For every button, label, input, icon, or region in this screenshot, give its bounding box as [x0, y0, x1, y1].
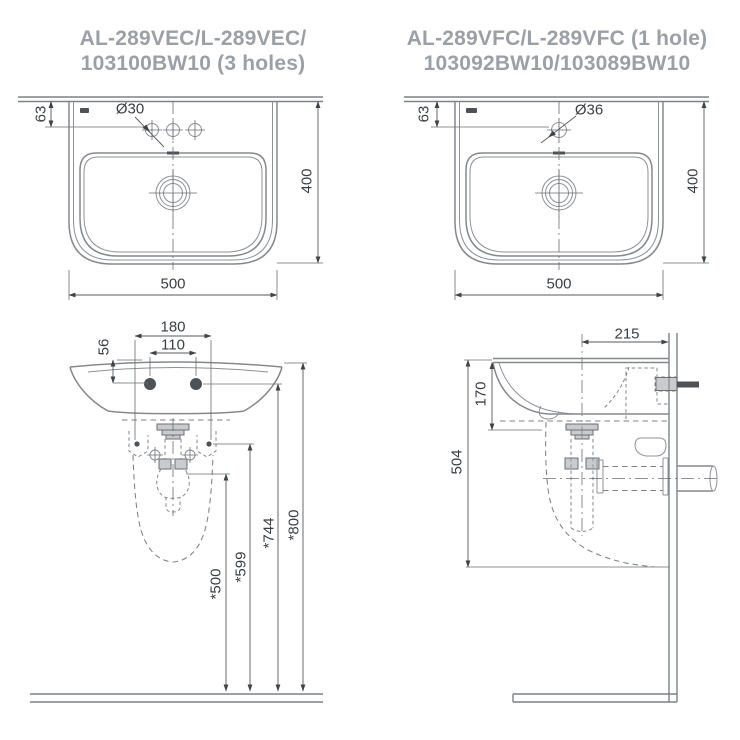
dim-label-744s: *744	[260, 517, 278, 549]
right-product-title: AL-289VFC/L-289VFC (1 hole) 103092BW10/1…	[392, 26, 722, 76]
dim-label-599s: *599	[232, 551, 250, 583]
dim-label-63: 63	[32, 105, 50, 123]
mounting-hole	[144, 378, 156, 390]
rear-view-with-pedestal	[30, 333, 323, 703]
dim-label-110: 110	[161, 336, 185, 354]
mounting-hole	[190, 378, 202, 390]
dim-label-180: 180	[160, 318, 186, 336]
bowl-rim	[465, 152, 653, 257]
wall-line	[18, 96, 323, 103]
pedestal-fixing-hole	[206, 441, 212, 447]
dim-label-500: 500	[160, 275, 186, 293]
plan-view-3-holes	[18, 96, 323, 300]
dim-label-500: 500	[546, 275, 572, 293]
wall-line	[668, 333, 678, 702]
dim-label-215: 215	[614, 325, 640, 343]
right-product-title-line1: AL-289VFC/L-289VFC (1 hole)	[406, 27, 708, 50]
faucet-holes	[142, 120, 205, 140]
dim-hole-leader	[540, 115, 577, 144]
drain-trap	[156, 418, 190, 516]
floor-line	[512, 693, 677, 703]
faucet-hole	[547, 118, 571, 142]
rim-line	[493, 357, 669, 364]
brand-logo-mark	[80, 108, 89, 113]
dim-hole-leader	[134, 116, 165, 148]
side-view-installation	[464, 333, 719, 703]
dim-label-56: 56	[95, 338, 113, 356]
sink-rear-outline	[69, 361, 283, 368]
waste-outlet-pipe	[543, 457, 719, 496]
dim-label-d36: Ø36	[574, 101, 604, 119]
dim-label-800s: *800	[285, 509, 303, 541]
pedestal-fixing-hole	[134, 441, 140, 447]
left-product-title: AL-289VEC/L-289VEC/ 103100BW10 (3 holes)	[28, 26, 358, 76]
left-product-title-line1: AL-289VEC/L-289VEC/	[79, 27, 307, 50]
dim-label-400: 400	[684, 168, 702, 194]
dim-label-170: 170	[472, 381, 490, 407]
pedestal-cutout	[634, 437, 667, 457]
pedestal-outline	[128, 431, 217, 563]
dim-label-504: 504	[448, 449, 466, 475]
drain-trap	[564, 423, 600, 532]
dim-label-63: 63	[415, 105, 433, 123]
floor-line	[30, 693, 323, 703]
drain	[535, 169, 583, 217]
left-product-title-line2: 103100BW10 (3 holes)	[80, 52, 306, 75]
basin-front-profile	[492, 362, 549, 415]
wall-line	[404, 96, 709, 103]
dim-label-d30: Ø30	[115, 100, 145, 118]
brand-logo-mark	[466, 108, 477, 113]
pedestal-outline	[545, 421, 657, 568]
right-product-title-line2: 103092BW10/103089BW10	[423, 52, 691, 75]
bowl-rim	[79, 152, 267, 257]
pedestal-bolt-holes	[147, 447, 198, 463]
wall-fixing-bolt	[655, 377, 699, 391]
drain	[149, 169, 197, 217]
dim-label-400: 400	[298, 168, 316, 194]
plan-view-1-hole	[404, 96, 709, 300]
dim-label-500s: *500	[207, 568, 225, 600]
